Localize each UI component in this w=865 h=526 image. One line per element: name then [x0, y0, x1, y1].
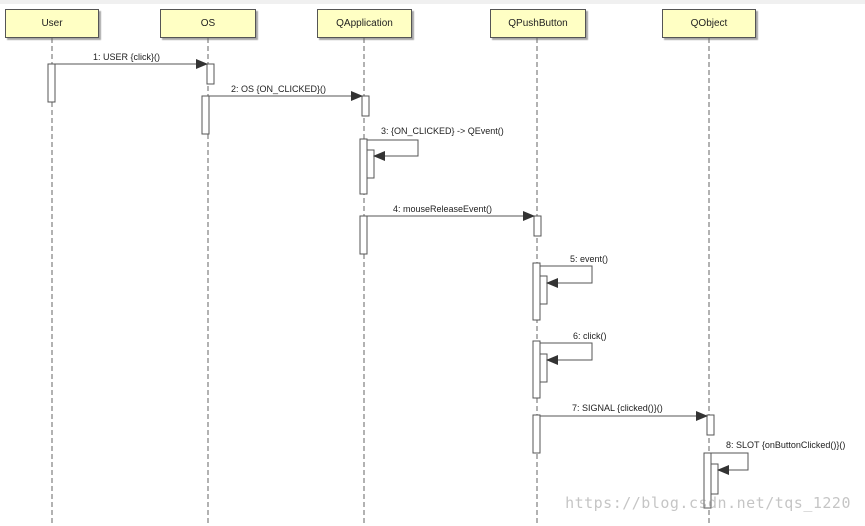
activation-qobject-1: [706, 414, 715, 436]
top-band: [0, 0, 865, 4]
activation-os-1: [206, 63, 215, 85]
activation-qobject-3: [710, 463, 719, 495]
participant-user: User: [5, 9, 99, 38]
activation-os-2: [201, 95, 210, 135]
message-8-label: 8: SLOT {onButtonClicked()}(): [726, 440, 845, 450]
participant-os: OS: [160, 9, 256, 38]
message-7-label: 7: SIGNAL {clicked()}(): [572, 403, 663, 413]
activation-qpushbutton-2: [532, 262, 541, 321]
message-6-label: 6: click(): [573, 331, 607, 341]
activation-qapplication-3: [366, 149, 375, 179]
activation-qpushbutton-1: [533, 215, 542, 237]
participant-qapplication: QApplication: [317, 9, 412, 38]
activation-qapplication-1: [361, 95, 370, 117]
message-2-label: 2: OS {ON_CLICKED}(): [231, 84, 326, 94]
message-5-label: 5: event(): [570, 254, 608, 264]
message-3-arrow: [367, 139, 419, 161]
message-5-arrow: [540, 265, 593, 288]
message-3-label: 3: {ON_CLICKED} -> QEvent(): [381, 126, 504, 136]
message-1-label: 1: USER {click}(): [93, 52, 160, 62]
activation-qpushbutton-3: [539, 275, 548, 305]
activation-qpushbutton-4: [532, 340, 541, 399]
message-4-label: 4: mouseReleaseEvent(): [393, 204, 492, 214]
activation-qpushbutton-6: [532, 414, 541, 454]
activation-user-1: [47, 63, 56, 103]
watermark-text: https://blog.csdn.net/tqs_1220: [565, 494, 851, 512]
activation-qapplication-2: [359, 138, 368, 195]
message-6-arrow: [540, 342, 593, 365]
activation-qpushbutton-5: [539, 353, 548, 383]
message-8-arrow: [711, 452, 749, 475]
activation-qapplication-4: [359, 215, 368, 255]
participant-qpushbutton: QPushButton: [490, 9, 586, 38]
participant-qobject: QObject: [662, 9, 756, 38]
